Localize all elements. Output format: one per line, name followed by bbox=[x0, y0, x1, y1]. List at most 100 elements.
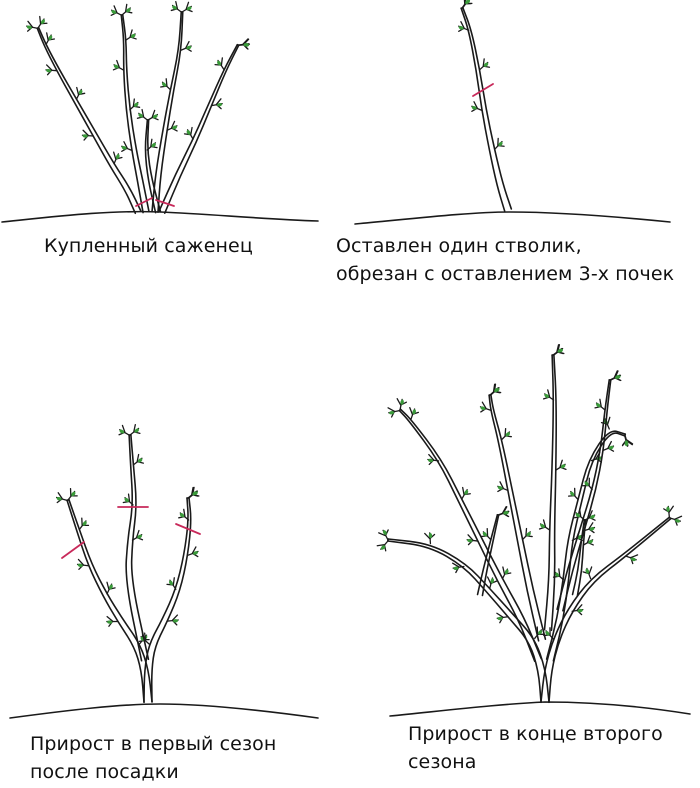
bud-icon bbox=[501, 427, 512, 441]
stem-outline bbox=[576, 519, 587, 597]
bud-stroke bbox=[622, 434, 634, 447]
leaf-icon bbox=[133, 102, 139, 107]
bud-icon bbox=[214, 57, 225, 71]
stem-outline bbox=[143, 497, 189, 703]
leaf-icon bbox=[152, 114, 158, 119]
leaf-icon bbox=[544, 393, 549, 398]
cut-mark bbox=[155, 199, 175, 207]
caption-line: Купленный саженец bbox=[44, 235, 253, 257]
bud-icon bbox=[45, 64, 58, 76]
leaf-icon bbox=[216, 102, 223, 107]
leaf-icon bbox=[490, 578, 495, 584]
leaf-icon bbox=[172, 125, 178, 130]
bud-icon bbox=[166, 577, 177, 590]
bud-icon bbox=[497, 481, 509, 493]
bud-icon bbox=[452, 562, 465, 574]
bud-icon bbox=[378, 529, 389, 541]
stem-outline bbox=[398, 409, 536, 663]
stem-outline bbox=[150, 497, 192, 703]
caption-line: после посадки bbox=[30, 761, 179, 783]
stem bbox=[398, 408, 543, 663]
bud-icon bbox=[178, 508, 190, 521]
stem-outline bbox=[66, 499, 145, 704]
leaf-icon bbox=[585, 568, 590, 574]
leaf-icon bbox=[464, 489, 469, 495]
bud-icon bbox=[387, 407, 401, 418]
leaf-icon bbox=[186, 45, 192, 50]
leaf-icon bbox=[570, 491, 575, 497]
bud-icon bbox=[496, 612, 509, 624]
leaf-icon bbox=[389, 411, 395, 415]
bud-icon bbox=[521, 527, 533, 541]
purchased-seedling-drawing bbox=[1, 1, 319, 223]
leaf-icon bbox=[540, 523, 545, 528]
bud-icon bbox=[187, 486, 199, 499]
second-season-drawing bbox=[376, 344, 691, 717]
bud-icon bbox=[45, 32, 56, 46]
bud-icon bbox=[55, 492, 68, 504]
caption-line: Прирост в конце второго bbox=[408, 723, 663, 745]
bud-icon bbox=[466, 534, 479, 546]
leaf-icon bbox=[465, 0, 470, 5]
cut-mark bbox=[175, 523, 201, 535]
bud-stroke bbox=[210, 98, 223, 110]
bud-icon bbox=[552, 568, 564, 581]
leaf-icon bbox=[467, 538, 473, 543]
leaf-icon bbox=[56, 496, 62, 501]
bud-icon bbox=[170, 1, 182, 13]
leaf-icon bbox=[494, 387, 499, 393]
stem-outline bbox=[36, 27, 137, 215]
bud-icon bbox=[555, 459, 567, 471]
stem bbox=[460, 6, 513, 212]
bud-stroke bbox=[26, 20, 38, 32]
ground-line bbox=[354, 211, 671, 225]
bud-icon bbox=[37, 15, 48, 29]
panel-purchased-seedling: Купленный саженец bbox=[0, 0, 320, 330]
leaf-icon bbox=[526, 531, 531, 537]
leaf-icon bbox=[161, 82, 167, 87]
bud-icon bbox=[582, 534, 594, 546]
bud-stroke bbox=[45, 64, 58, 76]
stem-outline bbox=[157, 11, 184, 214]
bud-icon bbox=[501, 566, 512, 580]
bud-icon bbox=[67, 487, 78, 501]
leaf-icon bbox=[115, 154, 120, 160]
bud-icon bbox=[122, 493, 134, 506]
leaf-icon bbox=[615, 375, 620, 379]
bud-icon bbox=[125, 29, 137, 41]
caption-first-season: Прирост в первый сезон после посадки bbox=[30, 730, 276, 786]
stem-outline bbox=[462, 6, 513, 210]
leaf-icon bbox=[137, 458, 143, 463]
leaf-icon bbox=[151, 142, 156, 148]
bud-stroke bbox=[479, 401, 492, 413]
stem bbox=[36, 26, 142, 215]
leaf-icon bbox=[111, 10, 117, 14]
bud-stroke bbox=[75, 86, 86, 100]
leaf-icon bbox=[186, 130, 191, 135]
bud-icon bbox=[78, 517, 90, 531]
first-season-drawing bbox=[9, 423, 319, 719]
leaf-icon bbox=[666, 506, 670, 512]
stem-outline bbox=[146, 119, 162, 213]
bud-icon bbox=[132, 453, 144, 466]
stem-outline bbox=[125, 434, 143, 662]
bud-stroke bbox=[602, 440, 615, 452]
leaf-icon bbox=[193, 551, 199, 555]
bud-icon bbox=[75, 86, 86, 100]
bud-icon bbox=[146, 138, 158, 151]
leaf-icon bbox=[71, 491, 76, 497]
caption-line: Оставлен один стволик, bbox=[336, 235, 582, 257]
cut-marks bbox=[135, 197, 175, 207]
bud-icon bbox=[106, 615, 119, 627]
bud-icon bbox=[113, 151, 123, 165]
stem bbox=[545, 430, 627, 662]
cut-marks bbox=[472, 83, 494, 97]
bud-icon bbox=[489, 383, 501, 396]
bud-icon bbox=[136, 108, 149, 121]
bud-icon bbox=[583, 522, 596, 534]
bud-stroke bbox=[106, 615, 119, 627]
leaf-icon bbox=[560, 464, 566, 469]
bud-stroke bbox=[461, 486, 471, 500]
bud-icon bbox=[166, 614, 179, 626]
leaf-icon bbox=[504, 569, 509, 575]
